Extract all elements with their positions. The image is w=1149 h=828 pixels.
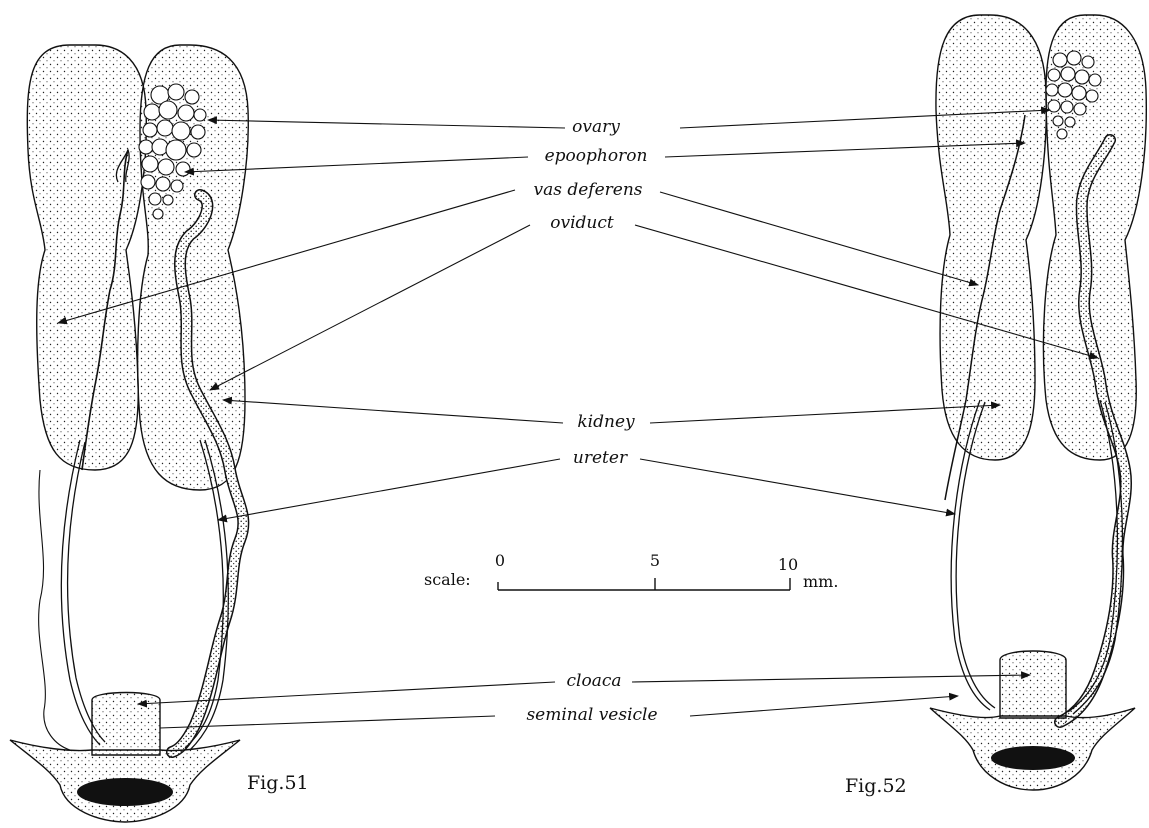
scale-bar (498, 578, 790, 590)
figure-caption-51: Fig.51 (247, 772, 309, 794)
label-cloaca: cloaca (564, 671, 625, 691)
label-seminal-vesicle: seminal vesicle (523, 705, 660, 725)
label-vas-deferens: vas deferens (530, 180, 645, 200)
fig51-dark-cavity (77, 778, 173, 806)
label-oviduct: oviduct (547, 213, 616, 233)
fig52-left-kidney (936, 15, 1046, 460)
label-epoophoron: epoophoron (542, 146, 651, 166)
scale-tick-10: 10 (778, 556, 798, 574)
fig52-cloaca (1000, 651, 1066, 718)
label-ureter: ureter (570, 448, 630, 468)
fig51-vas-outer (39, 470, 70, 750)
scale-prefix: scale: (424, 570, 471, 590)
scale-tick-0: 0 (495, 552, 505, 570)
scale-unit: mm. (803, 572, 838, 592)
label-ovary: ovary (569, 117, 623, 137)
fig51-cloaca (92, 693, 160, 756)
figure-caption-52: Fig.52 (845, 775, 907, 797)
scale-tick-5: 5 (650, 552, 660, 570)
fig51-left-kidney (27, 45, 146, 470)
fig52-dark-cavity (991, 746, 1075, 770)
label-kidney: kidney (574, 412, 637, 432)
